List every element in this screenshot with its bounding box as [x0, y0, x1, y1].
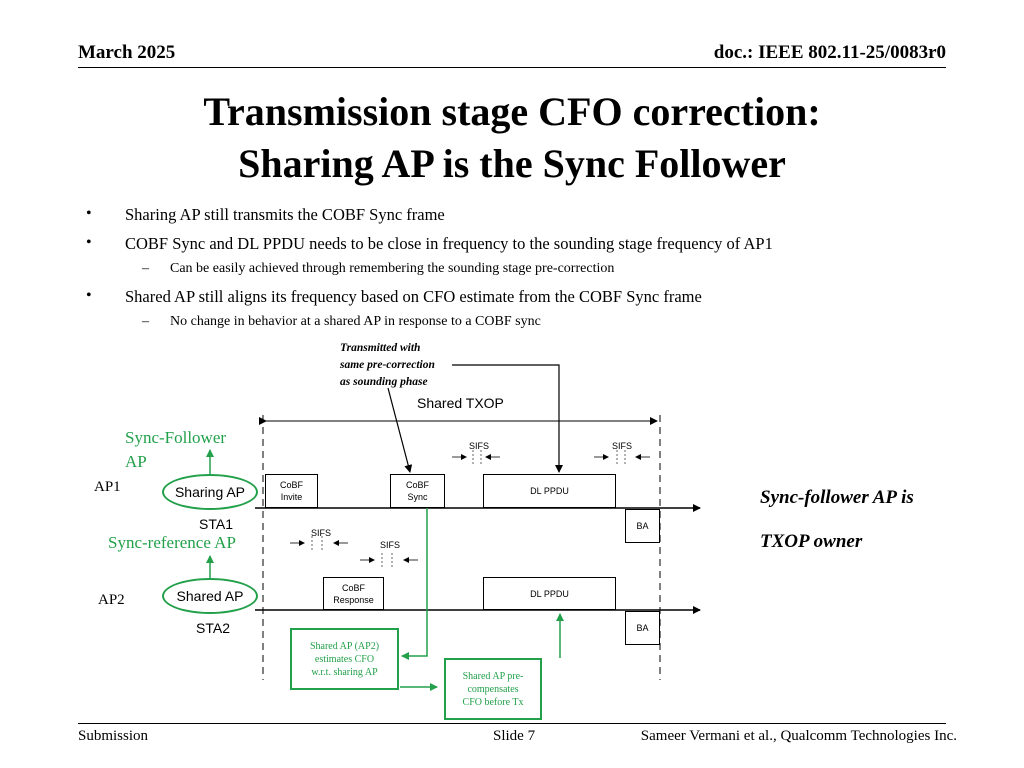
sta2-label: STA2 [196, 620, 230, 636]
sub-bullet-text: Can be easily achieved through rememberi… [170, 261, 615, 276]
txop-owner-note-line-1: Sync-follower AP is [760, 487, 914, 508]
sync-follower-label: Sync-Follower AP [125, 426, 226, 474]
callout-note: Transmitted with same pre-correction as … [340, 340, 435, 391]
title-line-1: Transmission stage CFO correction: [203, 89, 821, 134]
estimate-cfo-box: Shared AP (AP2) estimates CFO w.r.t. sha… [290, 628, 399, 690]
sharing-ap-oval: Sharing AP [162, 474, 258, 510]
dl-ppdu-label: DL PPDU [530, 486, 569, 496]
estimate-box-line-3: w.r.t. sharing AP [311, 666, 378, 678]
cobf-response-line-2: Response [333, 594, 374, 605]
bullet-marker: • [86, 205, 92, 222]
bullet-marker: • [86, 234, 92, 251]
ba-frame-sta2: BA [625, 611, 660, 645]
sifs-marker-1 [452, 450, 500, 464]
ap1-label: AP1 [94, 479, 121, 495]
footer-submission: Submission [78, 728, 149, 744]
callout-arrow-to-dl-ppdu [452, 364, 563, 473]
precomp-box-line-1: Shared AP pre- [462, 670, 524, 682]
callout-line-2: same pre-correction [340, 359, 435, 371]
ba-label: BA [636, 623, 649, 633]
footer-rule [78, 723, 946, 724]
slide-title: Transmission stage CFO correction: Shari… [0, 86, 1024, 190]
sifs-label: SIFS [311, 528, 332, 538]
sifs-label: SIFS [612, 441, 633, 451]
sifs-marker-3 [290, 536, 348, 550]
estimate-box-line-2: estimates CFO [314, 653, 375, 665]
precomp-box-line-3: CFO before Tx [462, 696, 524, 708]
callout-arrow-to-sync [387, 387, 413, 473]
shared-ap-oval: Shared AP [162, 578, 258, 614]
sifs-marker-4 [360, 553, 418, 567]
header-doc-id: doc.: IEEE 802.11-25/0083r0 [713, 42, 946, 63]
footer-author: Sameer Vermani et al., Qualcomm Technolo… [640, 728, 957, 744]
sub-bullet-marker: – [142, 314, 149, 329]
ap2-label: AP2 [98, 592, 125, 608]
sifs-label: SIFS [469, 441, 490, 451]
shared-ap-label: Shared AP [176, 588, 244, 604]
cobf-sync-line-1: CoBF [405, 480, 429, 490]
shared-txop-label: Shared TXOP [417, 395, 504, 411]
sifs-label: SIFS [380, 540, 401, 550]
sub-bullet-text: No change in behavior at a shared AP in … [170, 314, 541, 329]
sifs-marker-2 [594, 450, 650, 464]
callout-line-1: Transmitted with [340, 342, 421, 354]
header-date: March 2025 [78, 42, 176, 63]
precomp-box-line-2: compensates [467, 683, 519, 695]
cobf-response-line-1: CoBF [341, 582, 365, 593]
dl-ppdu-label: DL PPDU [530, 588, 569, 599]
sync-reference-label: Sync-reference AP [108, 533, 236, 552]
cobf-invite-line-2: Invite [280, 492, 303, 502]
cobf-sync-line-2: Sync [407, 492, 428, 502]
dl-ppdu-frame-ap2: DL PPDU [483, 577, 616, 610]
bullet-text: COBF Sync and DL PPDU needs to be close … [125, 234, 773, 253]
cobf-invite-frame: CoBF Invite [265, 474, 318, 508]
dl-ppdu-frame-ap1: DL PPDU [483, 474, 616, 508]
sub-bullet-marker: – [142, 261, 149, 276]
footer-slide-number: Slide 7 [493, 728, 536, 744]
green-arrow-sync-to-estimate [401, 505, 428, 660]
bullet-text: Sharing AP still transmits the COBF Sync… [125, 205, 445, 224]
cobf-invite-line-1: CoBF [279, 480, 303, 490]
title-line-2: Sharing AP is the Sync Follower [238, 141, 786, 186]
sta1-label: STA1 [199, 516, 233, 532]
ba-frame-sta1: BA [625, 509, 660, 543]
sync-follower-line-2: AP [125, 452, 147, 471]
callout-line-3: as sounding phase [340, 376, 428, 388]
precompensate-cfo-box: Shared AP pre- compensates CFO before Tx [444, 658, 542, 720]
sync-follower-line-1: Sync-Follower [125, 428, 227, 447]
bullet-text: Shared AP still aligns its frequency bas… [125, 287, 702, 306]
estimate-box-line-1: Shared AP (AP2) [309, 640, 380, 652]
cobf-sync-frame: CoBF Sync [390, 474, 445, 508]
sharing-ap-label: Sharing AP [174, 484, 246, 500]
bullet-marker: • [86, 287, 92, 304]
header-rule [78, 67, 946, 68]
txop-owner-note-line-2: TXOP owner [760, 531, 863, 552]
ba-label: BA [636, 521, 649, 531]
